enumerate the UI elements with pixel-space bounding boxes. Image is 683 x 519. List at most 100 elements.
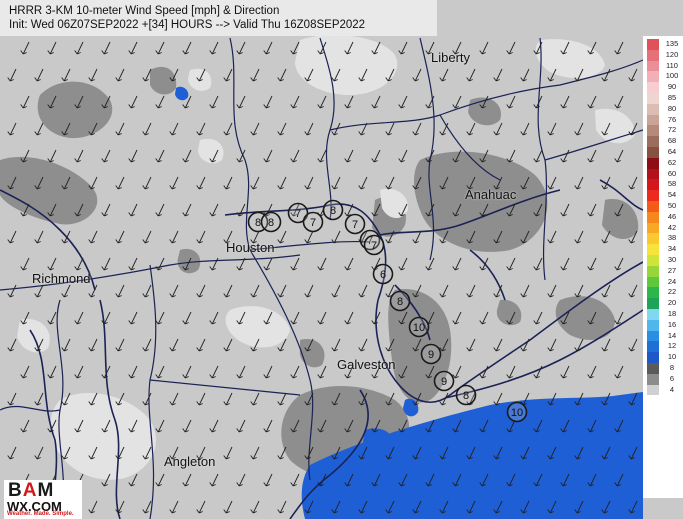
wind-arrow <box>452 419 462 433</box>
wind-arrow <box>587 95 597 109</box>
legend-swatch <box>647 146 659 158</box>
wind-arrow <box>101 95 111 109</box>
legend-value: 4 <box>669 384 675 394</box>
wind-arrow <box>385 446 395 460</box>
wind-arrow <box>547 284 557 298</box>
wind-arrow <box>601 338 611 352</box>
wind-arrow <box>304 284 314 298</box>
wind-arrow <box>290 311 300 325</box>
wind-arrow <box>277 68 287 82</box>
wind-arrow <box>236 419 246 433</box>
wind-arrow <box>20 257 30 271</box>
wind-arrow <box>439 446 449 460</box>
legend-swatch <box>647 265 659 277</box>
wind-speed-value: 7 <box>371 240 377 252</box>
wind-arrow <box>520 176 530 190</box>
wind-arrow <box>34 176 44 190</box>
wind-arrow <box>574 392 584 406</box>
wind-arrow <box>115 338 125 352</box>
wind-arrow <box>277 122 287 136</box>
wind-arrow <box>358 446 368 460</box>
wind-arrow <box>452 257 462 271</box>
wind-arrow <box>425 365 435 379</box>
wind-arrow <box>263 473 273 487</box>
wind-arrow <box>88 176 98 190</box>
wind-speed-value: 6 <box>380 269 386 281</box>
wind-arrow <box>34 68 44 82</box>
wind-arrow <box>115 176 125 190</box>
wind-arrow <box>385 284 395 298</box>
wind-arrow <box>169 122 179 136</box>
wind-arrow <box>263 365 273 379</box>
wind-speed-markers: 88778777681099810 <box>247 199 528 423</box>
wind-arrow <box>34 446 44 460</box>
legend-swatch <box>647 362 659 374</box>
wind-arrow <box>196 68 206 82</box>
wind-arrow <box>331 500 341 514</box>
legend-swatch <box>647 103 659 115</box>
wind-arrow <box>547 230 557 244</box>
wind-arrow <box>101 311 111 325</box>
wind-arrow <box>196 446 206 460</box>
wind-arrow <box>560 473 570 487</box>
legend-value: 24 <box>667 276 677 286</box>
wind-arrow <box>452 473 462 487</box>
wind-arrow <box>533 149 543 163</box>
wind-arrow <box>74 41 84 55</box>
wind-arrow <box>61 176 71 190</box>
wind-arrow <box>128 41 138 55</box>
wind-arrow <box>34 230 44 244</box>
legend-value: 27 <box>667 265 677 275</box>
wind-arrow <box>223 122 233 136</box>
wind-arrow <box>209 311 219 325</box>
wind-arrow <box>47 95 57 109</box>
wind-arrow <box>20 365 30 379</box>
wind-arrow <box>196 122 206 136</box>
legend-swatch <box>647 352 659 363</box>
wind-arrow <box>614 149 624 163</box>
wind-arrow <box>560 95 570 109</box>
wind-arrow <box>601 392 611 406</box>
wind-arrow <box>425 419 435 433</box>
wind-arrow <box>601 230 611 244</box>
wind-arrow <box>331 284 341 298</box>
wind-arrow <box>115 122 125 136</box>
wind-speed-circle <box>420 343 442 365</box>
wind-speed-circle <box>372 263 394 285</box>
wind-arrow <box>317 473 327 487</box>
wind-arrow <box>142 500 152 514</box>
wind-arrow <box>425 149 435 163</box>
wind-arrow <box>128 203 138 217</box>
wind-arrow <box>520 284 530 298</box>
wind-arrow <box>317 311 327 325</box>
wind-arrow <box>506 257 516 271</box>
wind-arrow <box>574 500 584 514</box>
wind-arrow <box>574 122 584 136</box>
wind-arrow <box>371 311 381 325</box>
wind-arrow <box>493 284 503 298</box>
wind-arrow <box>398 365 408 379</box>
legend-swatch <box>647 49 659 61</box>
wind-arrow <box>182 41 192 55</box>
wind-arrow <box>560 149 570 163</box>
wind-arrow <box>209 203 219 217</box>
legend-swatch <box>647 330 659 342</box>
city-label-richmond: Richmond <box>32 271 91 286</box>
wind-arrow <box>614 257 624 271</box>
wind-arrow <box>601 284 611 298</box>
wind-arrow <box>47 203 57 217</box>
legend-value: 42 <box>667 222 677 232</box>
wind-arrow <box>317 41 327 55</box>
wind-arrow <box>128 149 138 163</box>
wind-arrow <box>317 149 327 163</box>
legend-value: 60 <box>667 168 677 178</box>
wind-arrow <box>452 149 462 163</box>
wind-arrow <box>628 284 638 298</box>
wind-arrow <box>533 419 543 433</box>
wind-arrow <box>574 68 584 82</box>
wind-arrow <box>209 95 219 109</box>
legend-value: 120 <box>665 49 679 59</box>
wind-arrow <box>506 365 516 379</box>
wind-arrow <box>196 230 206 244</box>
wind-arrow <box>169 176 179 190</box>
